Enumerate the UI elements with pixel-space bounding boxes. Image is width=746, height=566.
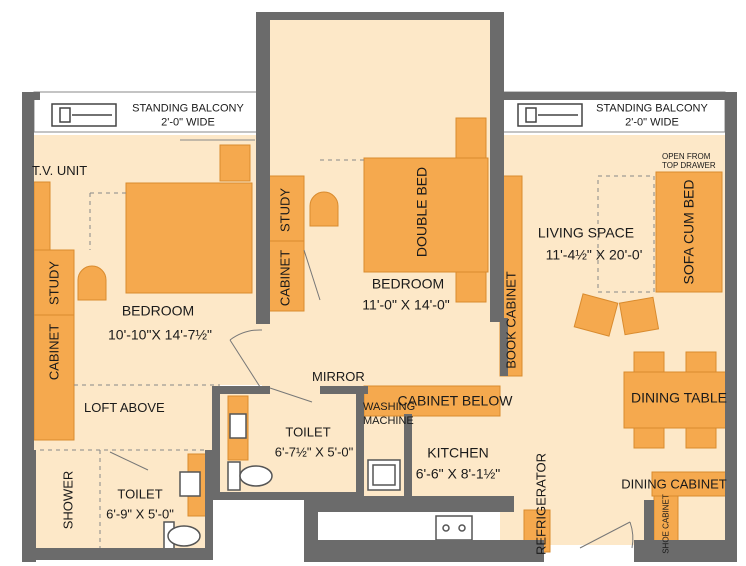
fixtures [163, 413, 473, 551]
balcony-right-title: STANDING BALCONY [596, 102, 708, 115]
dining-chair-3 [633, 427, 665, 449]
dining-chair-4 [685, 427, 717, 449]
bedroom-center-title: BEDROOM [371, 275, 445, 292]
study-center [265, 175, 305, 242]
bed-left [125, 182, 253, 294]
cabinet-below-label: CABINET BELOW [397, 392, 513, 409]
bedroom-center-size: 11'-0" X 14'-0" [362, 296, 450, 313]
tv-unit [33, 181, 51, 251]
tv-unit-label: T.V. UNIT [32, 163, 88, 178]
study-left-label: STUDY [46, 260, 62, 306]
bedroom-left-title: BEDROOM [121, 302, 195, 319]
dining-cabinet-label: DINING CABINET [621, 476, 727, 492]
cabinet-below [363, 385, 501, 417]
cabinet-left-label: CABINET [46, 323, 62, 381]
dining-chair-1 [633, 351, 665, 373]
side-table-left [219, 144, 251, 182]
dining-table [623, 371, 729, 429]
walls [22, 12, 737, 562]
bedroom-left-size: 10'-10"X 14'-7½" [107, 326, 213, 343]
kitchen-title: KITCHEN [427, 444, 489, 461]
shoe-cabinet-label: SHOE CABINET [661, 494, 671, 554]
bed-center [363, 157, 489, 273]
cabinet-center-label: CABINET [277, 249, 293, 307]
balcony-left-size: 2'-0" WIDE [161, 116, 215, 129]
toilet-center-size: 6'-7½" X 5'-0" [274, 444, 354, 460]
dining-chair-2 [685, 351, 717, 373]
sofa-cum-bed-label: SOFA CUM BED [680, 179, 697, 285]
loft-above-label: LOFT ABOVE [84, 400, 165, 415]
book-cabinet-label: BOOK CABINET [503, 271, 519, 369]
balcony-left-title: STANDING BALCONY [132, 102, 244, 115]
balcony-right-size: 2'-0" WIDE [625, 116, 679, 129]
study-center-label: STUDY [277, 187, 293, 233]
side-table-center-2 [455, 271, 487, 303]
chair-symbols [77, 191, 339, 301]
washing-machine-label: WASHING MACHINE [363, 401, 416, 427]
side-table-center [455, 117, 487, 159]
armchair-2 [618, 296, 660, 336]
kitchen-size: 6'-6" X 8'-1½" [415, 465, 501, 482]
toilet-center-title: TOILET [285, 424, 331, 440]
study-left [33, 249, 75, 316]
cabinet-center [265, 240, 305, 312]
refrigerator-label: REFRIGERATOR [533, 452, 549, 556]
toilet-left-title: TOILET [117, 486, 163, 502]
balcony-left [33, 91, 261, 141]
living-size: 11'-4½" X 20'-0' [545, 246, 643, 263]
sofa-cum-bed [655, 171, 723, 293]
dining-table-label: DINING TABLE [631, 389, 727, 406]
mirror-label: MIRROR [312, 369, 365, 384]
living-title: LIVING SPACE [537, 224, 635, 241]
shower-label: SHOWER [60, 470, 76, 530]
dining-cabinet [651, 471, 729, 497]
armchair-1 [573, 293, 619, 337]
double-bed-label: DOUBLE BED [413, 166, 430, 258]
toilet-left-size: 6'-9" X 5'-0" [106, 506, 174, 522]
shelf-label: SHELF [332, 512, 374, 527]
open-drawer-label: OPEN FROM TOP DRAWER [662, 152, 716, 170]
door-swings [109, 249, 634, 549]
